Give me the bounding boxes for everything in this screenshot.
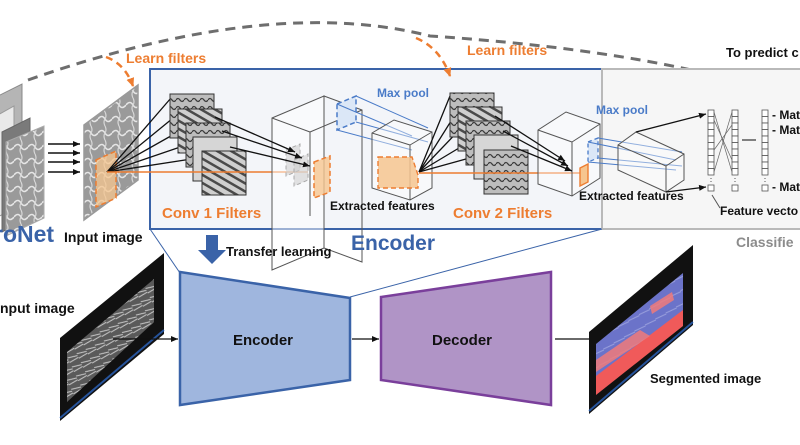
conv2-output-patch [579,162,589,188]
neuron-cell [707,161,715,169]
top-encoder-label: Encoder [351,232,435,255]
pooled-1-orange-region [377,156,419,189]
neuron-cell [707,116,715,124]
neuron-cell [761,168,769,176]
neuron-cell-last [731,184,739,192]
stack-to-input-arrows [48,141,80,175]
class-output-1: - Mate [772,108,800,122]
conv1-output-patch [313,154,331,200]
neuron-cell-last [707,184,715,192]
class-output-2: - Mate [772,123,800,137]
bottom-decoder-block [379,270,553,407]
learn-filters-label-2: Learn filters [467,42,547,58]
pooled2-to-vector-arrows [635,112,707,193]
bottom-input-image-label: nput image [0,300,75,316]
neuron-cell [731,168,739,176]
transfer-learning-arrow [198,235,226,264]
to-predict-label: To predict c [726,45,799,60]
neuron-cell [761,116,769,124]
neuron-cell [707,135,715,143]
bottom-encoder-label: Encoder [233,332,293,349]
neuron-cell [761,109,769,117]
neuron-cell [707,155,715,163]
neuron-cell [731,161,739,169]
neuron-cell [707,168,715,176]
source-image-stack [0,83,45,237]
conv1-to-volume-arrows [214,116,311,168]
extracted-features-label-2: Extracted features [579,189,684,203]
neuron-cell [731,129,739,137]
max-pool-label-1: Max pool [377,86,429,100]
fc-connection [713,119,733,161]
zoom-line-right [349,228,603,298]
neuron-cell [731,148,739,156]
neuron-cell [731,109,739,117]
learn-filters-label-1: Learn filters [126,50,206,66]
conv2-to-volume-arrows [494,115,573,172]
neuron-cell [707,109,715,117]
classifier-label: Classifie [736,234,794,250]
bottom-decoder-label: Decoder [432,332,492,349]
neuron-cell [731,155,739,163]
conv1-filter-stack [169,93,247,196]
neuron-cell [761,129,769,137]
neuron-cell [731,135,739,143]
top-input-image [83,83,139,222]
maxpool2-window [587,137,599,163]
class-output-3: - Mate [772,180,800,194]
neuron-cell [731,122,739,130]
neuron-cell [731,142,739,150]
transfer-learning-label: Transfer learning [226,244,332,259]
source-network-label: roNet [0,221,54,247]
top-input-image-label: Input image [64,229,143,245]
conv1-filters-label: Conv 1 Filters [162,205,261,222]
neuron-cell [707,129,715,137]
neuron-cell [707,122,715,130]
neuron-cell [761,155,769,163]
zoom-line-left [149,228,181,274]
max-pool-label-2: Max pool [596,103,648,117]
feature-vector-label: Feature vecto [720,204,798,218]
bottom-input-image [59,253,165,421]
fc-connection [713,111,733,173]
conv2-filters-label: Conv 2 Filters [453,205,552,222]
segmented-image-label: Segmented image [650,371,761,386]
bottom-encoder-block [178,270,352,407]
neuron-cell [761,148,769,156]
neuron-cell [731,116,739,124]
learn-filters-arrow-1 [105,55,135,87]
neuron-cell [707,142,715,150]
maxpool1-window [336,94,357,132]
conv2-filter-stack [449,92,529,195]
maxpool1-lines [336,95,429,151]
neuron-cell [761,135,769,143]
classifier-fc-layers [707,109,769,192]
predict-dashed-arc [27,21,769,92]
neuron-cell [761,142,769,150]
fc-connection [713,124,733,151]
neuron-cell-last [761,184,769,192]
neuron-cell [707,148,715,156]
feature-vector-pointer [711,194,721,209]
segmented-image [588,245,694,414]
neuron-cell [761,161,769,169]
neuron-cell [761,122,769,130]
learn-filters-arrow-2 [415,36,452,77]
extracted-features-label-1: Extracted features [330,199,435,213]
